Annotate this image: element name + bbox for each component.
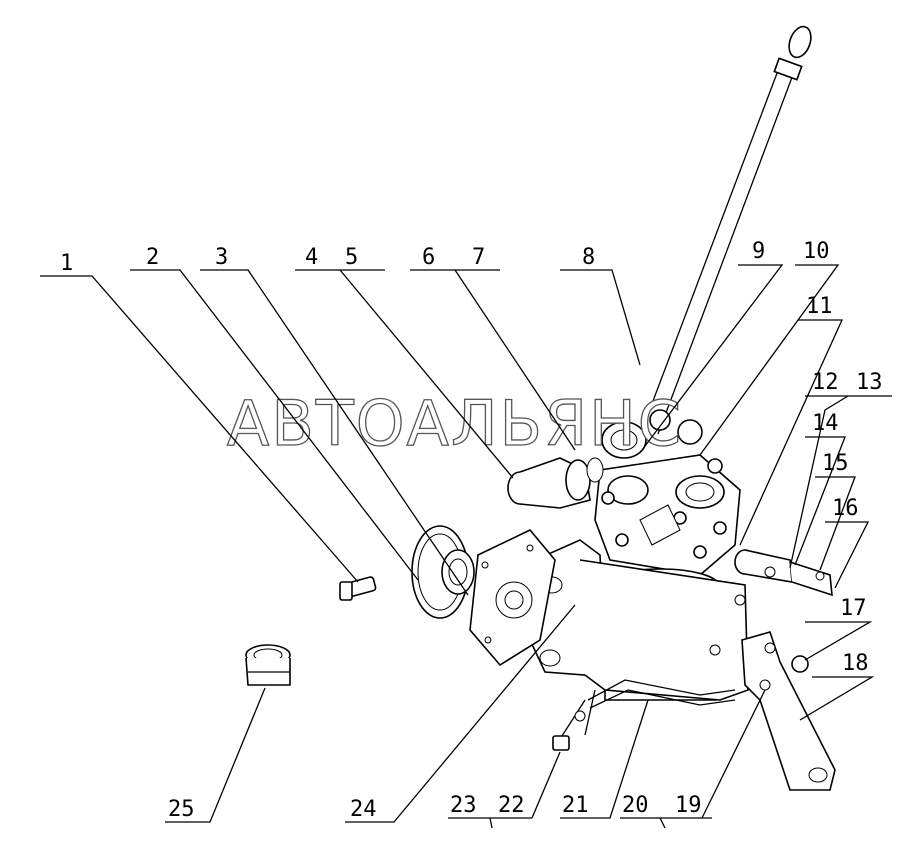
- callout-18: 18: [842, 651, 869, 676]
- callout-8: 8: [582, 245, 595, 270]
- callout-9: 9: [752, 239, 765, 264]
- callout-13: 13: [856, 370, 883, 395]
- pipe-21: [584, 679, 736, 736]
- bolt-small: [339, 576, 377, 601]
- inlet-elbow: [507, 457, 604, 509]
- callout-25: 25: [168, 797, 195, 822]
- long-tube: [641, 25, 812, 435]
- callout-19: 19: [675, 793, 702, 818]
- callout-22: 22: [498, 793, 525, 818]
- watermark-text: АВТОАЛЬЯНС: [227, 387, 683, 460]
- gasket-plate: [469, 529, 556, 667]
- callout-14: 14: [812, 411, 839, 436]
- callout-6: 6: [422, 245, 435, 270]
- callout-16: 16: [832, 496, 859, 521]
- callout-24: 24: [350, 797, 377, 822]
- callout-12: 12: [812, 370, 839, 395]
- callout-20: 20: [622, 793, 649, 818]
- outlet-fitting: [734, 549, 833, 597]
- callout-23: 23: [450, 793, 477, 818]
- callout-numbers: 1 2 3 4 5 6 7 8 9 10 11 12 13 14 15 16 1…: [60, 239, 883, 822]
- drive-gear: [411, 525, 475, 619]
- callout-10: 10: [803, 239, 830, 264]
- callout-21: 21: [562, 793, 589, 818]
- callout-17: 17: [840, 596, 867, 621]
- callout-3: 3: [215, 245, 228, 270]
- callout-5: 5: [345, 245, 358, 270]
- callout-1: 1: [60, 251, 73, 276]
- callout-4: 4: [305, 245, 318, 270]
- callout-7: 7: [472, 245, 485, 270]
- large-nut: [245, 644, 291, 686]
- cylinder-head: [594, 409, 741, 576]
- bolt-22: [552, 699, 586, 751]
- nut-17: [791, 655, 809, 673]
- callout-leaders: [40, 264, 892, 829]
- callout-15: 15: [822, 451, 849, 476]
- callout-2: 2: [146, 245, 159, 270]
- mounting-bracket: [741, 631, 836, 791]
- callout-11: 11: [806, 294, 833, 319]
